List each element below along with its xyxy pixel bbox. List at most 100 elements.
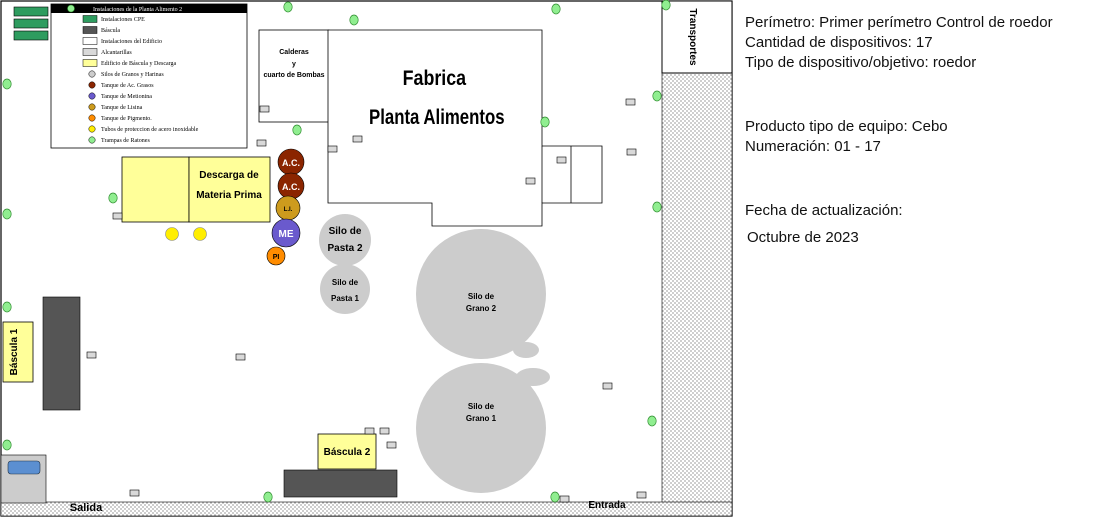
numeracion-text: Numeración: 01 - 17 <box>745 138 881 155</box>
drain <box>636 491 647 499</box>
perimetro-text: Perímetro: Primer perímetro Control de r… <box>745 14 1053 31</box>
bascula-2-building <box>317 433 377 470</box>
road-south <box>0 501 733 517</box>
drain <box>327 145 338 153</box>
drain <box>86 351 97 359</box>
fabrica-label: Fabrica <box>403 67 467 91</box>
silo-label: Silo de <box>332 278 359 287</box>
legend-item-label: Alcantarillas <box>101 50 132 56</box>
drain <box>129 489 140 497</box>
tank-label: PI <box>273 254 280 261</box>
legend-item-label: Tanque de Ac. Grasos <box>101 83 154 89</box>
legend-title: Instalaciones de la Planta Alimento 2 <box>93 7 182 13</box>
legend-item-label: Tanque de Pigmento. <box>101 116 152 122</box>
rodent-trap[interactable] <box>263 491 273 503</box>
legend-item-label: Tubos de proteccion de acero inoxidable <box>101 127 199 133</box>
legend-swatch <box>88 136 96 144</box>
silo-pasta-1 <box>320 264 370 314</box>
fabrica-label: Planta Alimentos <box>369 106 505 129</box>
drain <box>602 382 613 390</box>
calderas-label: y <box>292 61 296 68</box>
fecha-value: Octubre de 2023 <box>747 229 859 246</box>
rodent-trap[interactable] <box>2 78 12 90</box>
bascula-1-building <box>2 321 34 383</box>
legend-item-label: Instalaciones del Edificio <box>101 38 162 45</box>
legend-swatch <box>82 59 98 67</box>
legend-swatch <box>88 125 96 133</box>
legend-swatch <box>88 114 96 122</box>
silo-label: Silo de <box>468 402 495 411</box>
salida-label: Salida <box>70 502 103 514</box>
bascula-1-label: Báscula 1 <box>9 328 20 375</box>
drain <box>235 353 246 361</box>
tipo-text: Tipo de dispositivo/objetivo: roedor <box>745 54 977 71</box>
legend-swatch <box>88 81 96 89</box>
drain <box>559 495 570 503</box>
silo-label: Silo de <box>468 292 495 301</box>
calderas-label: cuarto de Bombas <box>263 72 324 79</box>
drain <box>112 212 123 220</box>
calderas-label: Calderas <box>279 49 309 56</box>
cantidad-text: Cantidad de dispositivos: 17 <box>745 34 933 51</box>
water-tank <box>7 460 41 475</box>
producto-text: Producto tipo de equipo: Cebo <box>745 118 948 135</box>
fecha-label: Fecha de actualización: <box>745 202 903 219</box>
silo-label: Grano 2 <box>466 304 497 313</box>
cpe-installation <box>13 30 49 41</box>
drain <box>525 177 536 185</box>
drain <box>256 139 267 147</box>
rodent-trap[interactable] <box>661 0 671 11</box>
legend-swatch <box>88 92 96 100</box>
tank-label: A.C. <box>282 182 300 192</box>
pigment-tank <box>266 246 286 266</box>
legend-item-label: Tanque de Metionina <box>101 94 152 100</box>
legend-item-label: Instalaciones CPE <box>101 17 145 23</box>
rodent-trap[interactable] <box>108 192 118 204</box>
rodent-trap[interactable] <box>647 415 657 427</box>
rodent-trap[interactable] <box>652 90 662 102</box>
rodent-trap[interactable] <box>2 439 12 451</box>
descarga-label: Materia Prima <box>196 190 262 201</box>
legend: Instalaciones de la Planta Alimento 2 In… <box>50 3 248 149</box>
plant-map: Transportes Instalaciones de la Planta A… <box>0 0 733 517</box>
legend-item-label: Tanque de Lisina <box>101 105 143 111</box>
transportes-label: Transportes <box>687 8 698 66</box>
cpe-installation <box>13 6 49 17</box>
silo-label: Grano 1 <box>466 414 497 423</box>
silo-label: Pasta 1 <box>331 294 360 303</box>
rodent-trap[interactable] <box>349 14 359 26</box>
drain <box>625 98 636 106</box>
drain <box>364 427 375 435</box>
legend-item-label: Silos de Granos y Harinas <box>101 72 164 78</box>
drain <box>626 148 637 156</box>
silo-label: Pasta 2 <box>327 243 362 254</box>
drain <box>386 441 397 449</box>
descarga-building <box>188 156 271 223</box>
rodent-trap[interactable] <box>2 208 12 220</box>
silo-grano-1 <box>416 363 546 493</box>
bascula-2-scale <box>283 469 398 498</box>
bascula-2-label: Báscula 2 <box>324 447 371 458</box>
rodent-trap[interactable] <box>283 1 293 13</box>
cpe-installation <box>13 18 49 29</box>
legend-item-label: Trampas de Ratones <box>101 138 150 144</box>
calderas-building <box>258 29 330 123</box>
tank-label: A.C. <box>282 158 300 168</box>
silo-label: Silo de <box>329 226 362 237</box>
rodent-trap[interactable] <box>550 491 560 503</box>
protection-tube <box>165 227 179 241</box>
legend-swatch <box>82 37 98 45</box>
rodent-trap[interactable] <box>540 116 550 128</box>
rodent-trap[interactable] <box>2 301 12 313</box>
drain <box>556 156 567 164</box>
rodent-trap[interactable] <box>292 124 302 136</box>
legend-swatch <box>88 70 96 78</box>
entrada-label: Entrada <box>588 500 626 511</box>
silo-pasta-2 <box>319 214 371 266</box>
rodent-trap[interactable] <box>652 201 662 213</box>
silo-grano-2 <box>416 229 546 359</box>
legend-item-label: Báscula <box>101 28 120 34</box>
bascula-1-scale <box>42 296 81 411</box>
rodent-trap[interactable] <box>551 3 561 15</box>
legend-swatch <box>88 103 96 111</box>
